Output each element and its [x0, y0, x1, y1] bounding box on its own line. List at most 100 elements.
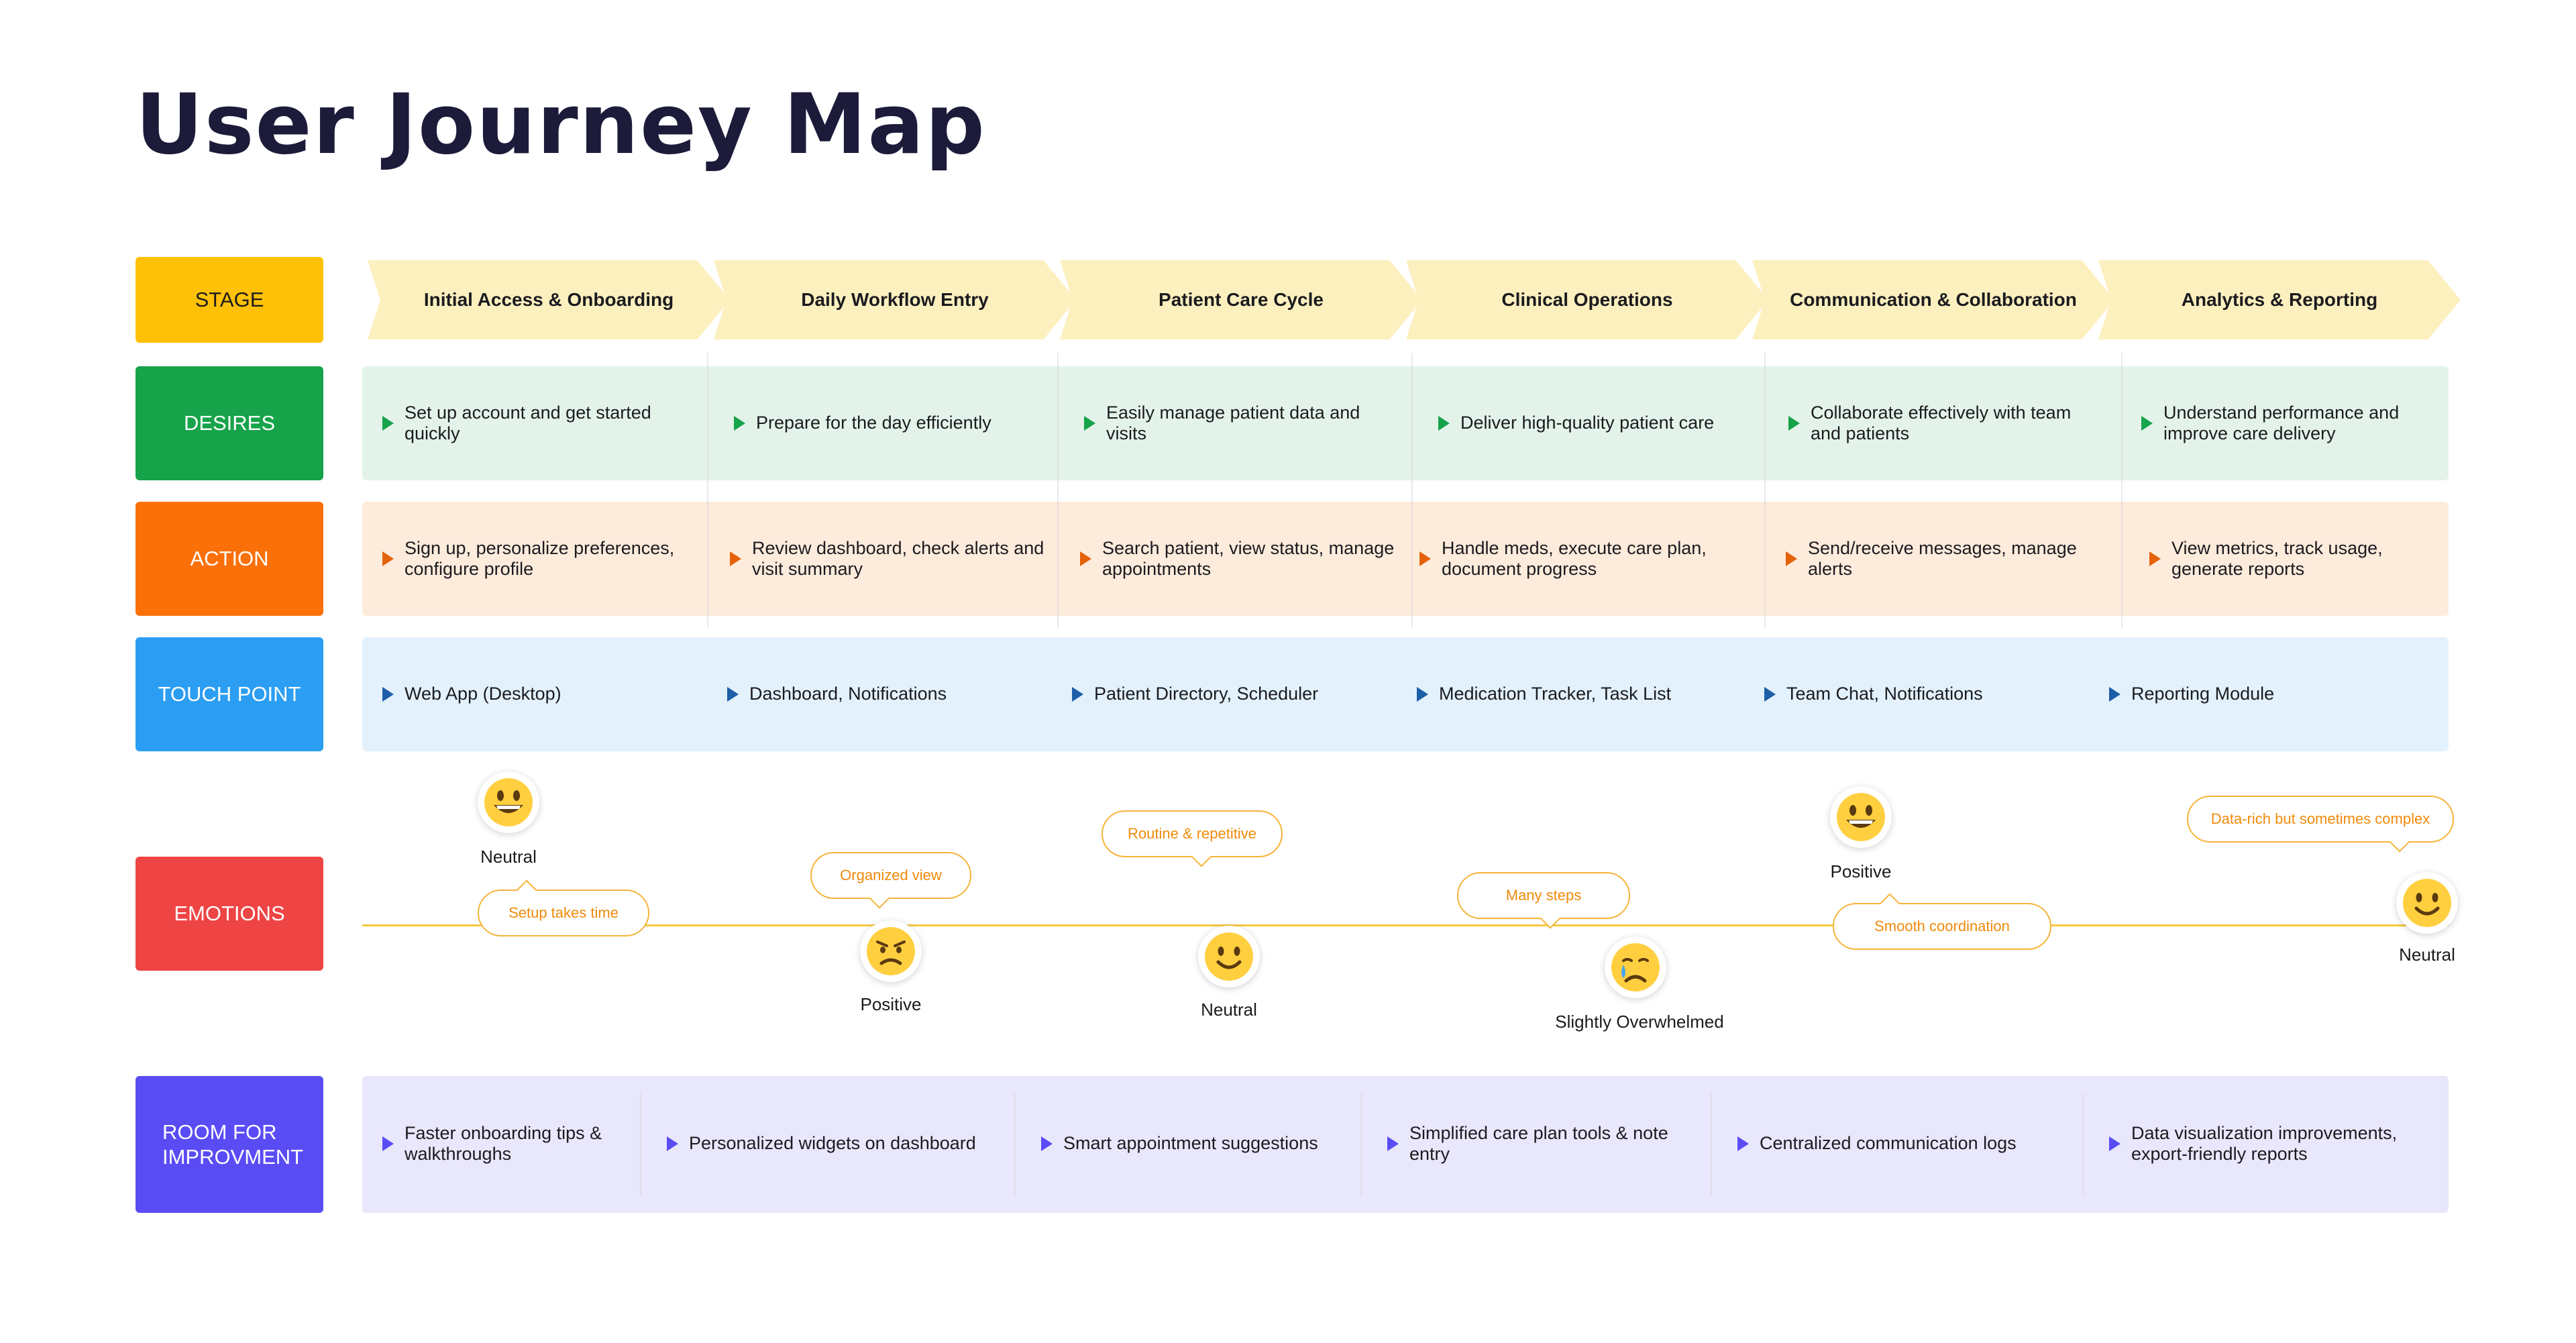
- play-icon: [1764, 687, 1776, 702]
- action-item: Handle meds, execute care plan, document…: [1419, 529, 1755, 589]
- emotion-label: Neutral: [2399, 945, 2455, 965]
- action-item: Sign up, personalize preferences, config…: [382, 529, 698, 589]
- row-label-stage: STAGE: [136, 257, 323, 343]
- play-icon: [1737, 1136, 1749, 1151]
- stage-chevron: Clinical Operations: [1406, 260, 1768, 339]
- play-icon: [2109, 687, 2121, 702]
- play-icon: [1041, 1136, 1053, 1151]
- desires-band: [362, 366, 2449, 480]
- stage-chevron: Patient Care Cycle: [1060, 260, 1422, 339]
- column-divider: [1764, 353, 1766, 628]
- row-label-action: ACTION: [136, 502, 323, 616]
- improvement-item: Centralized communication logs: [1737, 1114, 2073, 1174]
- smiling-face-icon: [2396, 872, 2458, 934]
- action-item: View metrics, track usage, generate repo…: [2149, 529, 2438, 589]
- improvement-text: Data visualization improvements, export-…: [2131, 1122, 2398, 1164]
- angry-face-icon: [860, 920, 922, 982]
- desire-text: Easily manage patient data and visits: [1106, 402, 1360, 443]
- column-divider: [1360, 1093, 1362, 1195]
- column-divider: [2121, 353, 2123, 628]
- play-icon: [1438, 416, 1450, 431]
- emotion-label: Neutral: [480, 847, 537, 867]
- action-text: Review dashboard, check alerts and visit…: [752, 537, 1044, 579]
- touch-point-text: Medication Tracker, Task List: [1439, 684, 1672, 704]
- stage-chevron: Communication & Collaboration: [1752, 260, 2114, 339]
- row-label-room-for-improvement: ROOM FOR IMPROVMENT: [136, 1076, 323, 1213]
- page-title: User Journey Map: [136, 76, 986, 173]
- play-icon: [1080, 551, 1091, 566]
- improvement-text: Faster onboarding tips & walkthroughs: [405, 1122, 602, 1164]
- emotion-note: Routine & repetitive: [1102, 810, 1283, 867]
- play-icon: [1786, 551, 1797, 566]
- play-icon: [382, 416, 394, 431]
- emotion-label: Slightly Overwhelmed: [1555, 1012, 1724, 1032]
- emotion-label: Positive: [860, 994, 922, 1014]
- improvement-text: Personalized widgets on dashboard: [689, 1133, 976, 1154]
- improvement-text: Smart appointment suggestions: [1063, 1133, 1318, 1154]
- improvement-item: Personalized widgets on dashboard: [667, 1114, 1002, 1174]
- touch-point-band: [362, 637, 2449, 751]
- play-icon: [2141, 416, 2153, 431]
- touch-point-item: Web App (Desktop): [382, 664, 704, 724]
- play-icon: [727, 687, 739, 702]
- improvement-item: Simplified care plan tools & note entry: [1387, 1114, 1703, 1174]
- action-text: Handle meds, execute care plan, document…: [1442, 537, 1707, 579]
- column-divider: [1057, 353, 1059, 628]
- touch-point-text: Reporting Module: [2131, 684, 2275, 704]
- action-text: Search patient, view status, manage appo…: [1102, 537, 1395, 579]
- smiling-face-icon: [1198, 926, 1260, 987]
- play-icon: [1419, 551, 1431, 566]
- play-icon: [1072, 687, 1083, 702]
- action-text: Send/receive messages, manage alerts: [1808, 537, 2077, 579]
- desire-item: Understand performance and improve care …: [2141, 393, 2436, 453]
- stage-chevron: Initial Access & Onboarding: [368, 260, 730, 339]
- emotion-note: Many steps: [1457, 872, 1630, 929]
- play-icon: [382, 1136, 394, 1151]
- row-label-touch-point: TOUCH POINT: [136, 637, 323, 751]
- touch-point-text: Web App (Desktop): [405, 684, 561, 704]
- play-icon: [382, 687, 394, 702]
- column-divider: [1411, 353, 1413, 628]
- play-icon: [1788, 416, 1800, 431]
- desire-text: Understand performance and improve care …: [2163, 402, 2400, 443]
- emotion-note: Data-rich but sometimes complex: [2187, 796, 2454, 853]
- desire-text: Deliver high-quality patient care: [1460, 413, 1715, 433]
- emotion-note: Setup takes time: [478, 879, 649, 936]
- emotion-line: [362, 924, 2449, 926]
- desire-item: Prepare for the day efficiently: [734, 393, 1049, 453]
- desire-text: Set up account and get started quickly: [405, 402, 651, 443]
- touch-point-item: Dashboard, Notifications: [727, 664, 1049, 724]
- action-band: [362, 502, 2449, 616]
- desire-item: Collaborate effectively with team and pa…: [1788, 393, 2104, 453]
- crying-face-icon: [1605, 936, 1666, 998]
- touch-point-item: Medication Tracker, Task List: [1417, 664, 1739, 724]
- touch-point-item: Team Chat, Notifications: [1764, 664, 2086, 724]
- emotion-note: Organized view: [810, 852, 971, 909]
- row-label-desires: DESIRES: [136, 366, 323, 480]
- touch-point-text: Patient Directory, Scheduler: [1094, 684, 1319, 704]
- touch-point-item: Patient Directory, Scheduler: [1072, 664, 1394, 724]
- stage-chevron: Daily Workflow Entry: [714, 260, 1076, 339]
- action-text: View metrics, track usage, generate repo…: [2171, 537, 2383, 579]
- touch-point-text: Dashboard, Notifications: [749, 684, 947, 704]
- improvement-item: Smart appointment suggestions: [1041, 1114, 1350, 1174]
- improvement-text: Simplified care plan tools & note entry: [1409, 1122, 1668, 1164]
- improvement-item: Faster onboarding tips & walkthroughs: [382, 1114, 631, 1174]
- improvement-item: Data visualization improvements, export-…: [2109, 1114, 2438, 1174]
- column-divider: [707, 353, 708, 628]
- play-icon: [667, 1136, 678, 1151]
- stage-chevron: Analytics & Reporting: [2098, 260, 2461, 339]
- touch-point-text: Team Chat, Notifications: [1786, 684, 1983, 704]
- desire-item: Set up account and get started quickly: [382, 393, 698, 453]
- action-item: Review dashboard, check alerts and visit…: [730, 529, 1045, 589]
- desire-item: Easily manage patient data and visits: [1084, 393, 1399, 453]
- emotion-label: Neutral: [1201, 1000, 1257, 1020]
- column-divider: [640, 1093, 641, 1195]
- desire-text: Prepare for the day efficiently: [756, 413, 991, 433]
- play-icon: [382, 551, 394, 566]
- desire-item: Deliver high-quality patient care: [1438, 393, 1754, 453]
- action-item: Search patient, view status, manage appo…: [1080, 529, 1395, 589]
- play-icon: [1417, 687, 1428, 702]
- play-icon: [734, 416, 745, 431]
- emotion-label: Positive: [1830, 861, 1892, 881]
